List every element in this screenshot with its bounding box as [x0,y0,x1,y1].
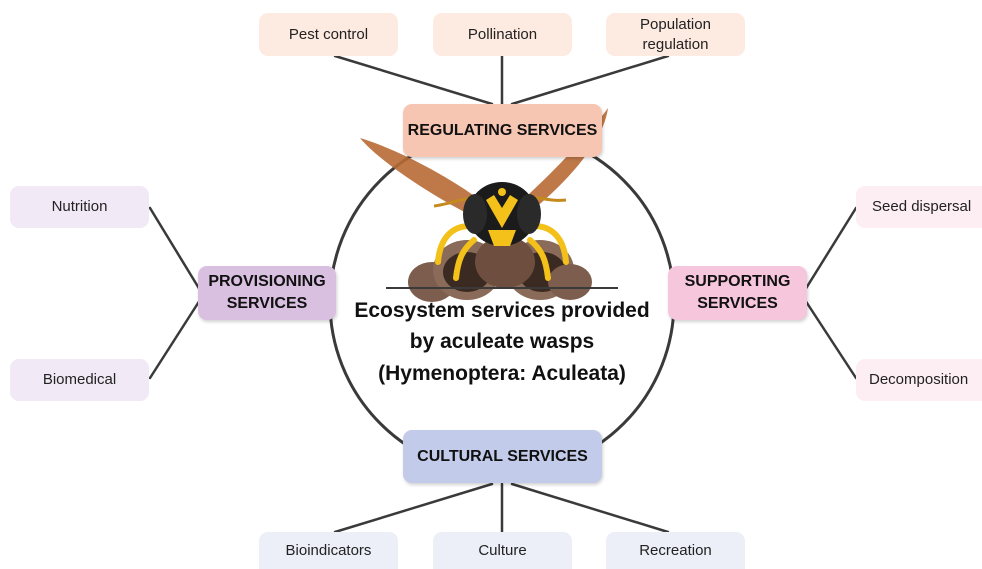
center-title-line-1: Ecosystem services provided [354,299,649,322]
leaf-bioindicators: Bioindicators [259,532,398,569]
center-title-line-3: (Hymenoptera: Aculeata) [378,362,626,385]
leaf-recreation: Recreation [606,532,745,569]
supporting-label-line-2: SERVICES [697,295,778,312]
leaf-pollination: Pollination [433,13,572,56]
provisioning-label-line-2: SERVICES [226,295,308,312]
supporting-label-line-1: SUPPORTING [684,273,791,290]
leaf-seed-dispersal: Seed dispersal [856,186,982,228]
nest-cells [408,236,592,302]
provisioning-label-line-1: PROVISIONING [208,273,326,290]
leaf-population-regulation: Population regulation [606,13,745,56]
leaf-biomedical: Biomedical [10,359,149,401]
leaf-decomposition: Decomposition [856,359,982,401]
leaf-nutrition: Nutrition [10,186,149,228]
category-provisioning-services: PROVISIONING SERVICES [198,266,336,320]
leaf-pest-control: Pest control [259,13,398,56]
category-regulating-services: REGULATING SERVICES [403,104,602,157]
connector-lines [148,54,858,534]
center-title: Ecosystem services provided by aculeate … [354,299,649,385]
center-title-line-2: by aculeate wasps [410,330,594,353]
wasp-illustration [360,108,618,302]
leaf-culture: Culture [433,532,572,569]
category-cultural-services: CULTURAL SERVICES [403,430,602,483]
category-supporting-services: SUPPORTING SERVICES [668,266,807,320]
